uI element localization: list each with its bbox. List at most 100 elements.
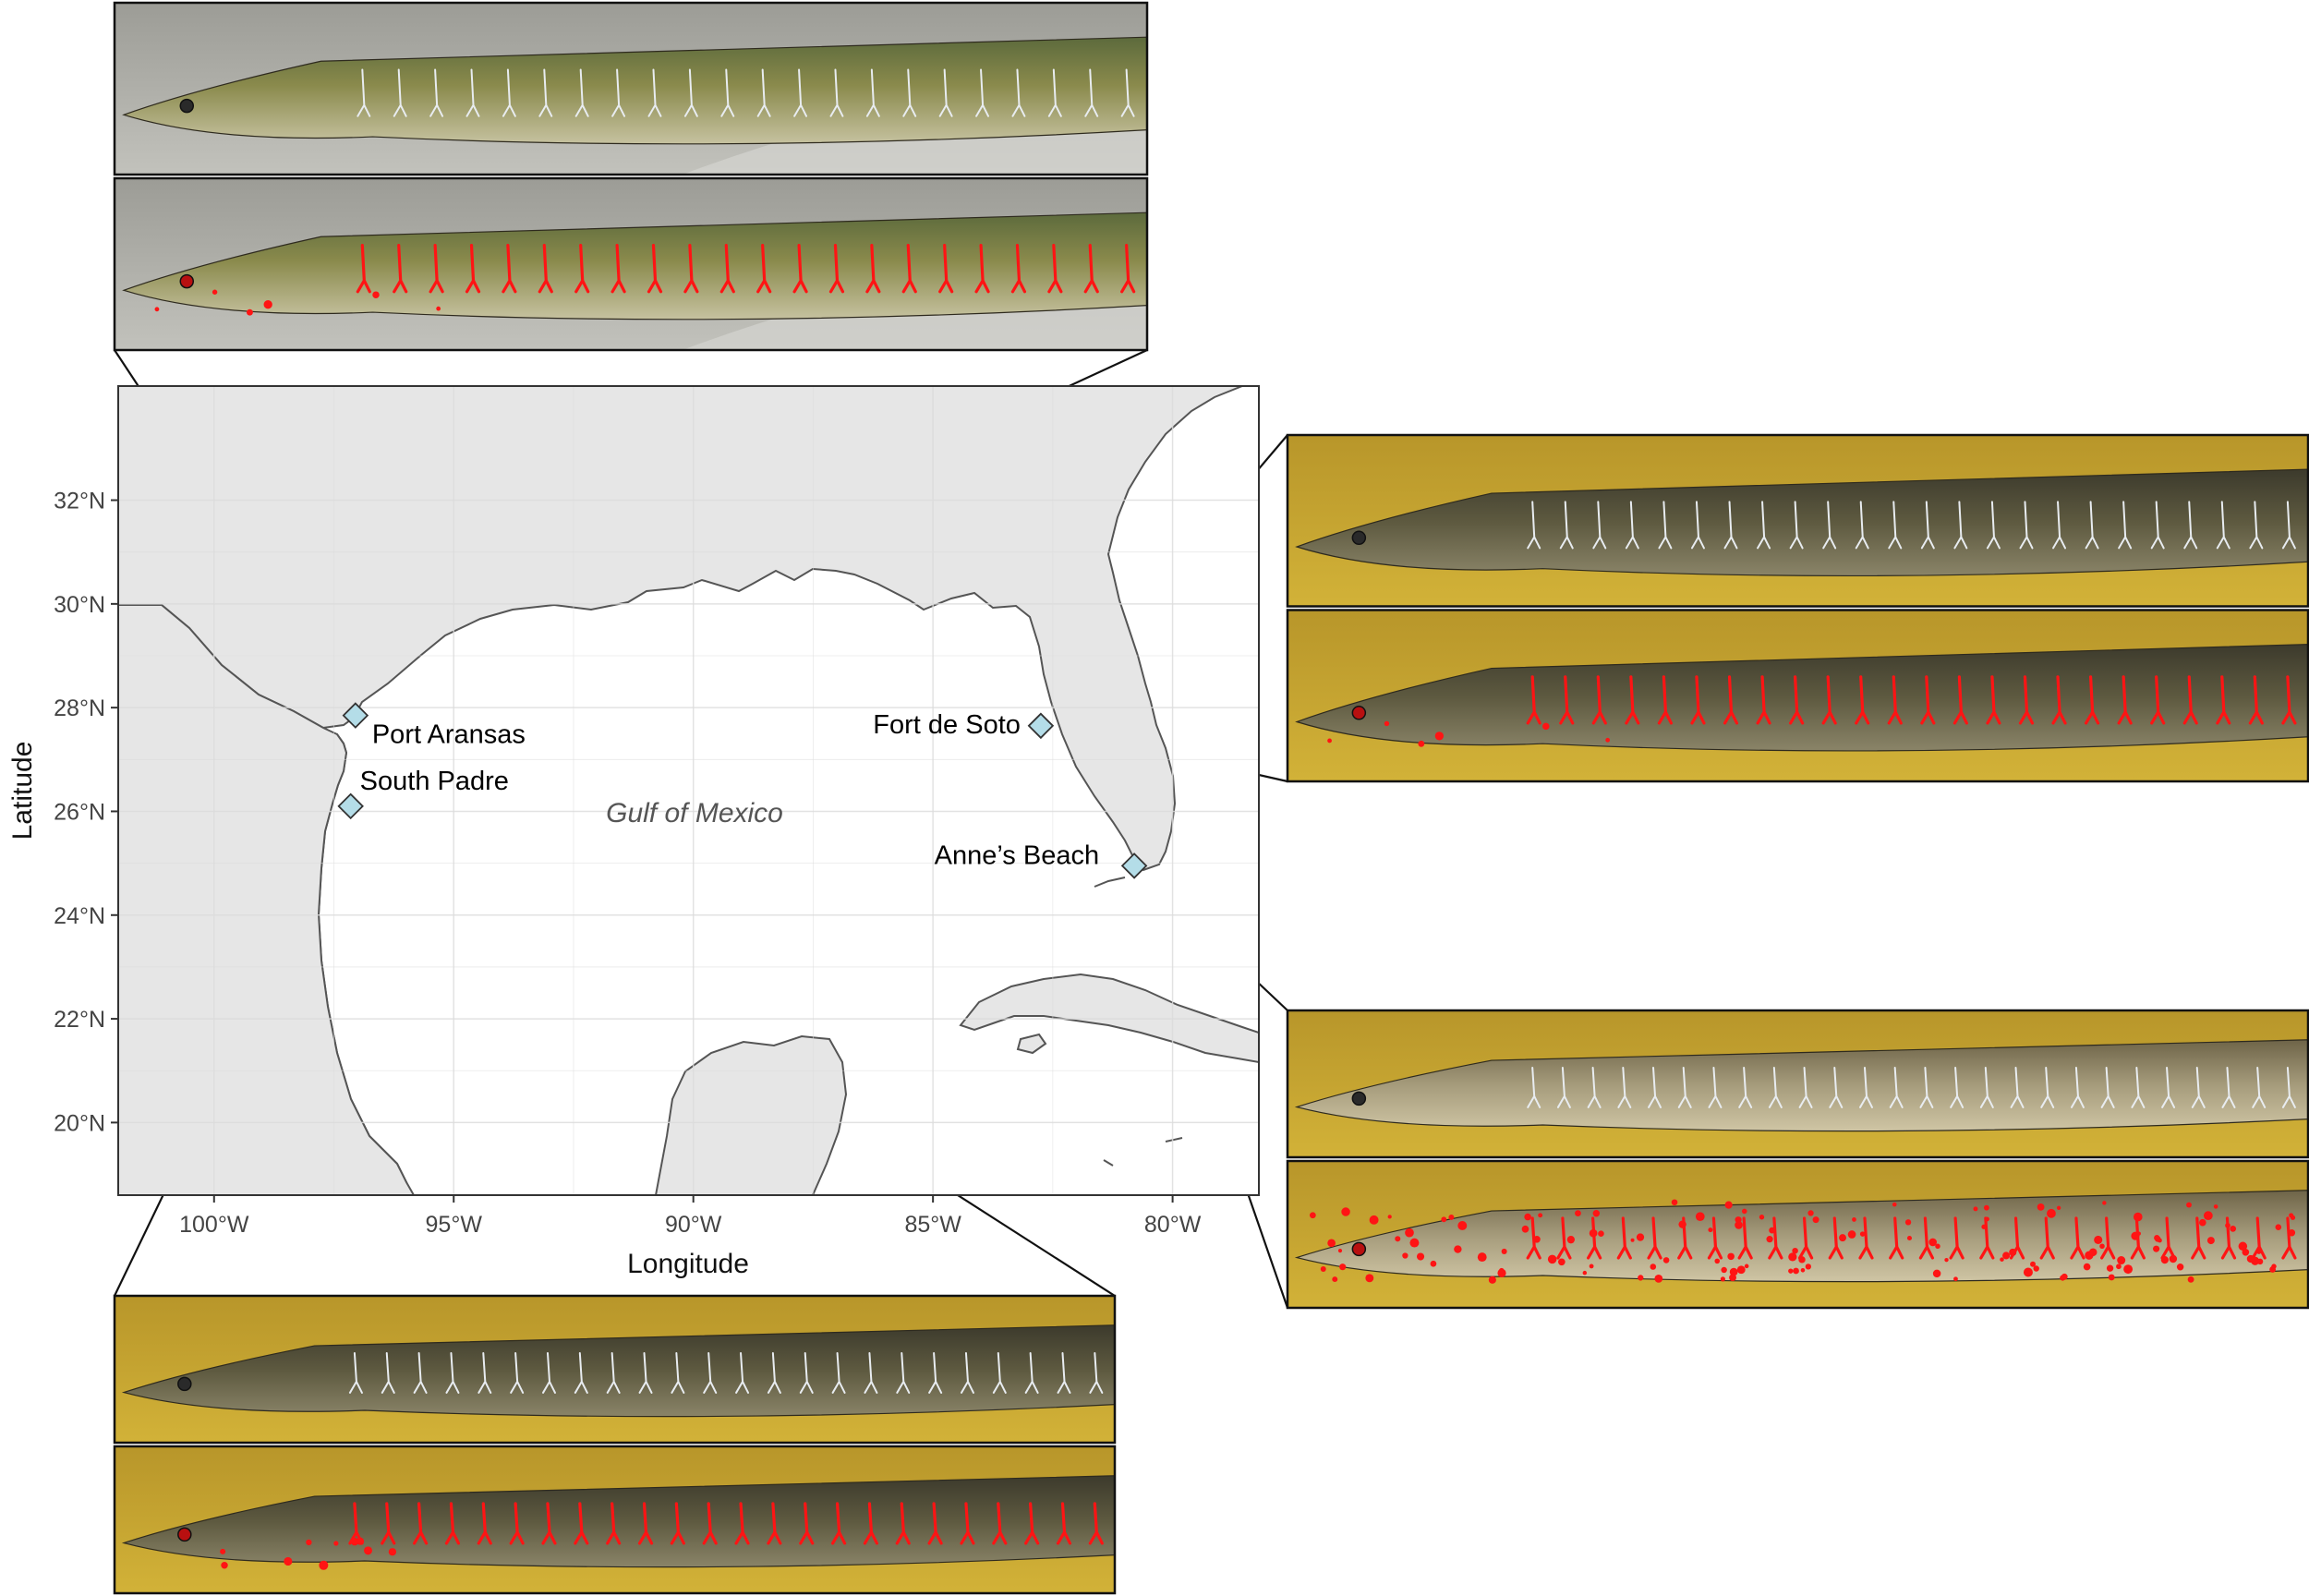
fish-ring-mark	[413, 1502, 429, 1545]
fish-ring-mark	[1083, 243, 1099, 294]
fish-ring-mark	[974, 243, 990, 294]
fish-ring-mark	[1084, 68, 1099, 117]
fish-ring-mark	[864, 1352, 878, 1394]
fish-ring-mark	[2150, 675, 2166, 725]
fish-body	[121, 1324, 1116, 1418]
overlay-speckle	[1497, 1268, 1506, 1278]
fish-ring-mark	[510, 1352, 525, 1394]
fish-ring-mark	[357, 68, 371, 117]
fish-ring-mark	[465, 68, 480, 117]
fish-ring-mark	[1088, 1502, 1104, 1545]
overlay-speckle	[2213, 1204, 2218, 1209]
y-tick-label: 30°N	[54, 592, 105, 618]
fish-ring-mark	[2070, 1216, 2085, 1260]
fish-ring-mark	[2130, 1216, 2146, 1260]
fish-ring-mark	[1011, 68, 1026, 117]
specimen-panel-port-aransas	[113, 1, 1149, 352]
fish-ring-mark	[1024, 1502, 1040, 1545]
fish-ring-mark	[2252, 1067, 2267, 1108]
overlay-speckle	[1904, 1219, 1912, 1226]
fish-ring-mark	[2281, 501, 2296, 550]
fish-ring-mark	[502, 68, 516, 117]
fish-ring-mark	[2100, 1067, 2115, 1108]
overlay-speckle	[2108, 1274, 2115, 1281]
fish-ring-mark	[1797, 1216, 1814, 1260]
overlay-speckle	[1759, 1215, 1765, 1220]
fish-ring-mark	[2191, 1067, 2206, 1108]
fish-ring-mark	[1120, 68, 1135, 117]
fish-ring-mark	[1657, 675, 1674, 725]
overlay-speckle	[2199, 1218, 2206, 1227]
overlay-speckle	[1542, 722, 1550, 731]
specimen-frame	[1286, 1159, 2309, 1310]
fish-ring-mark	[1829, 1067, 1844, 1108]
fish-ring-mark	[1089, 1352, 1104, 1394]
overlay-speckle	[1341, 1207, 1350, 1216]
overlay-speckle	[1839, 1234, 1847, 1242]
overlay-speckle	[2099, 1243, 2105, 1250]
overlay-speckle	[2251, 1256, 2260, 1265]
overlay-speckle	[2230, 1226, 2237, 1232]
fish-ring-mark	[429, 243, 444, 294]
overlay-speckle	[1638, 1275, 1644, 1281]
overlay-speckle	[333, 1541, 339, 1546]
overlay-speckle	[1630, 1238, 1635, 1242]
specimen-photo-original	[1286, 433, 2309, 608]
overlay-speckle	[1805, 1264, 1811, 1270]
specimen-photo-original	[113, 1, 1149, 176]
overlay-speckle	[1793, 1267, 1799, 1275]
overlay-speckle	[2242, 1248, 2250, 1256]
fish-ring-mark	[381, 1352, 395, 1394]
site-marker-south-padre	[337, 792, 364, 820]
fish-ring-mark	[1920, 675, 1936, 725]
fish-ring-mark	[735, 1352, 750, 1394]
overlay-speckle	[1521, 1225, 1529, 1233]
overlay-speckle	[2206, 1237, 2215, 1245]
fish-ring-mark	[927, 1502, 943, 1545]
fish-ring-mark	[1591, 675, 1607, 725]
fish-body	[1295, 643, 2309, 752]
overlay-speckle	[1575, 1210, 1581, 1216]
fish-ring-mark	[1723, 501, 1738, 550]
x-tick-label: 95°W	[426, 1212, 483, 1238]
overlay-speckle	[1724, 1201, 1733, 1209]
fish-ring-mark	[1822, 501, 1837, 550]
fish-ring-mark	[896, 1352, 911, 1394]
overlay-speckle	[1566, 1236, 1576, 1244]
site-label-port-aransas: Port Aransas	[372, 720, 526, 750]
isle-of-youth	[1016, 1033, 1047, 1055]
overlay-speckle	[1558, 1258, 1566, 1266]
fish-ring-mark	[2161, 1067, 2176, 1108]
fish-ring-mark	[831, 1352, 846, 1394]
site-marker-annes-beach	[1120, 852, 1148, 879]
overlay-speckle	[2009, 1248, 2017, 1256]
overlay-speckle	[2037, 1203, 2045, 1211]
overlay-speckle	[2033, 1265, 2039, 1272]
site-label-south-padre: South Padre	[360, 767, 509, 796]
overlay-speckle	[1852, 1217, 1856, 1222]
overlay-speckle	[1788, 1268, 1794, 1274]
overlay-speckle	[2154, 1235, 2160, 1241]
fish-ring-mark	[574, 1352, 588, 1394]
overlay-speckle	[1788, 1252, 1797, 1262]
overlay-speckle	[1320, 1266, 1326, 1273]
overlay-speckle	[2203, 1211, 2213, 1221]
fish-body	[121, 1475, 1116, 1568]
y-tick-label: 22°N	[54, 1007, 105, 1033]
fish-ring-mark	[1526, 1216, 1541, 1260]
fish-ring-mark	[1120, 243, 1136, 294]
overlay-speckle	[1418, 740, 1425, 747]
fish-eye	[1351, 706, 1367, 720]
fish-ring-mark	[637, 1502, 654, 1545]
overlay-speckle	[1981, 1224, 1987, 1229]
fish-ring-mark	[477, 1502, 492, 1545]
fish-ring-mark	[767, 1502, 782, 1545]
x-tick-label: 100°W	[179, 1212, 249, 1238]
overlay-speckle	[1744, 1264, 1749, 1269]
fish-ring-mark	[1677, 1067, 1692, 1108]
overlay-speckle	[2131, 1231, 2140, 1240]
overlay-speckle	[1582, 1270, 1588, 1276]
fish-ring-mark	[670, 1502, 685, 1545]
region-label: Gulf of Mexico	[606, 798, 783, 828]
overlay-speckle	[1741, 1208, 1747, 1215]
